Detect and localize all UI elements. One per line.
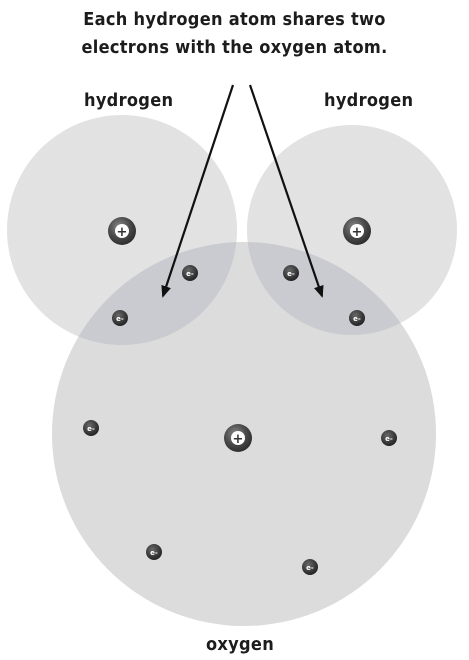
electron: e- (302, 559, 318, 575)
label-hydrogen-left: hydrogen (84, 90, 173, 111)
svg-text:e-: e- (186, 270, 194, 278)
caption-line-2: electrons with the oxygen atom. (0, 34, 469, 62)
svg-text:+: + (117, 225, 128, 240)
proton-hydrogen-right: + (343, 217, 371, 245)
svg-text:e-: e- (87, 425, 95, 433)
electron: e- (349, 310, 365, 326)
svg-text:e-: e- (353, 315, 361, 323)
electron: e- (146, 544, 162, 560)
svg-text:e-: e- (116, 315, 124, 323)
electron: e- (381, 430, 397, 446)
svg-text:+: + (352, 225, 363, 240)
caption-line-1: Each hydrogen atom shares two (0, 6, 469, 34)
label-hydrogen-right: hydrogen (324, 90, 413, 111)
electron-clouds (7, 115, 457, 626)
proton-oxygen: + (224, 424, 252, 452)
svg-text:e-: e- (385, 435, 393, 443)
svg-text:e-: e- (150, 549, 158, 557)
proton-hydrogen-left: + (108, 217, 136, 245)
svg-text:e-: e- (287, 270, 295, 278)
svg-text:e-: e- (306, 564, 314, 572)
electron: e- (112, 310, 128, 326)
label-oxygen: oxygen (206, 634, 274, 655)
svg-text:+: + (233, 432, 244, 447)
electron: e- (182, 265, 198, 281)
electron: e- (83, 420, 99, 436)
electron: e- (283, 265, 299, 281)
